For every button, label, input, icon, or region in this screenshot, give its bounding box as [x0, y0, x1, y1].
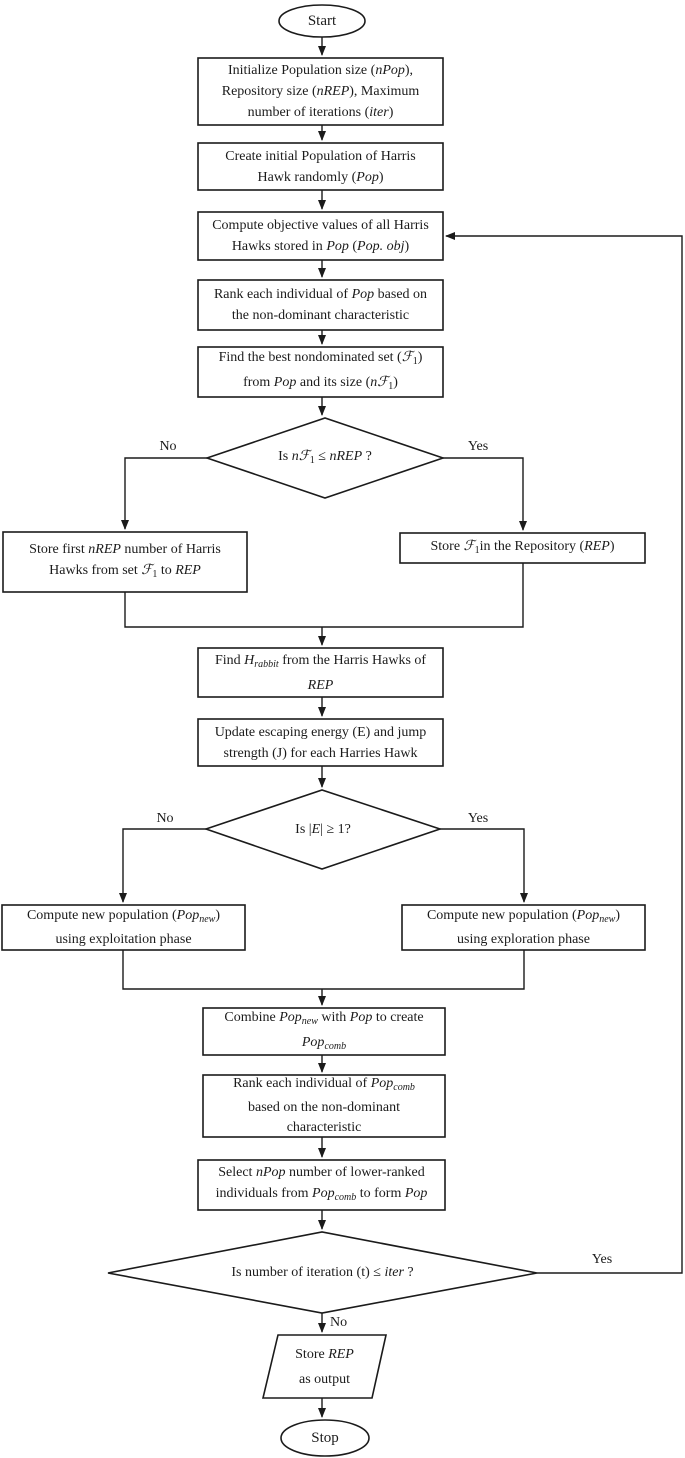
store-first-nrep-box	[2, 531, 248, 593]
find-hrabbit-box	[197, 647, 444, 698]
check-repo-size-diamond	[204, 417, 446, 499]
init-params-text: Initialize Population size (nPop),Reposi…	[221, 63, 420, 120]
repo-no-label: No	[159, 439, 177, 454]
iter-no-label: No	[330, 1315, 348, 1330]
select-npop-box	[197, 1159, 446, 1211]
check-iterations-diamond	[107, 1231, 538, 1314]
find-best-set-box	[197, 346, 444, 398]
stop-terminator-shape	[280, 1419, 370, 1457]
compute-objectives-box	[197, 211, 444, 261]
exploration-text: Compute new population (Popnew)using exp…	[426, 907, 621, 947]
update-energy-box	[197, 718, 444, 767]
exploration-box	[401, 904, 646, 951]
iter-yes-label: Yes	[591, 1252, 613, 1267]
feedback-loop-yes	[445, 232, 683, 1274]
check-energy-diamond	[203, 789, 443, 870]
branch-repo-yes	[443, 457, 527, 531]
create-population-box	[197, 142, 444, 191]
store-output-parallelogram	[261, 1334, 387, 1399]
energy-no-label: No	[156, 811, 174, 826]
connectors	[119, 37, 683, 1418]
node-shapes	[1, 4, 646, 1457]
merge-after-repo	[124, 563, 524, 628]
combine-pop-box	[202, 1007, 446, 1056]
store-f1-repo-box	[399, 532, 646, 564]
merge-after-energy	[122, 950, 525, 990]
check-repo-size-text: Is nℱ1 ≤ nREP ?	[278, 448, 372, 466]
exploitation-box	[1, 904, 246, 951]
exploitation-text: Compute new population (Popnew)using exp…	[26, 907, 221, 947]
init-params-box	[197, 57, 444, 126]
store-f1-repo-text: Store ℱ1in the Repository (REP)	[430, 538, 615, 556]
rank-pop-comb-box	[202, 1074, 446, 1138]
rank-pop-box	[197, 279, 444, 331]
repo-yes-label: Yes	[467, 439, 489, 454]
check-iterations-text: Is number of iteration (t) ≤ iter ?	[231, 1265, 414, 1280]
branch-energy-no	[119, 828, 206, 903]
start-terminator-shape	[278, 4, 366, 38]
branch-energy-yes	[440, 828, 528, 903]
find-best-set-text: Find the best nondominated set (ℱ1)from …	[218, 350, 423, 392]
start-label: Start	[307, 12, 337, 29]
branch-repo-no	[121, 457, 207, 530]
check-energy-text: Is |E| ≥ 1?	[295, 822, 351, 837]
stop-label: Stop	[311, 1429, 339, 1446]
energy-yes-label: Yes	[467, 811, 489, 826]
